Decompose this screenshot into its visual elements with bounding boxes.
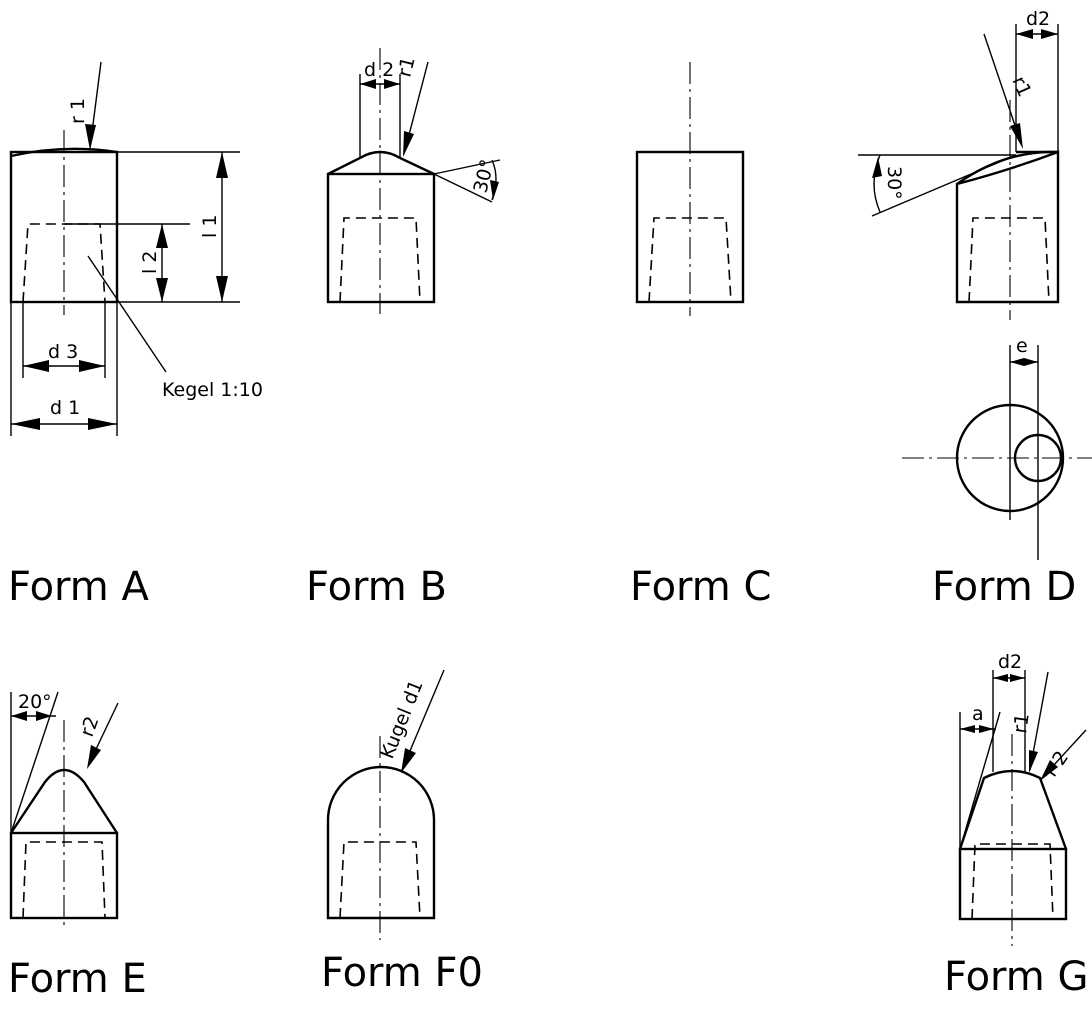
form-e-drawing: 20° r2 <box>9 691 119 930</box>
form-b-r1-arrow <box>403 131 414 157</box>
form-e-angle-label: 20° <box>18 691 52 713</box>
form-d-drawing: d2 r1 30° e <box>858 8 1092 560</box>
form-d-e-arrow-left <box>1010 358 1024 366</box>
form-a-r1-arrow <box>85 124 96 150</box>
form-e-angle-arrow-right <box>36 711 52 721</box>
form-f0-hidden-cone <box>339 841 421 919</box>
form-c-title: Form C <box>630 564 771 610</box>
form-b-angle-arrow <box>490 180 499 200</box>
form-a-l1-label: l 1 <box>199 215 221 238</box>
form-b-d2-arrow-left <box>360 79 376 89</box>
form-d-r1-arrow <box>1010 123 1023 149</box>
form-g-title: Form G <box>944 954 1088 1000</box>
form-b-d2-arrow-right <box>384 79 400 89</box>
form-b-drawing: d 2 r1 30° <box>326 48 501 314</box>
form-b-r1-label: r1 <box>394 55 420 80</box>
form-g-a-arrow-right <box>979 725 994 733</box>
form-g-body <box>958 847 1068 921</box>
form-e-top-profile <box>10 768 119 834</box>
form-a-d1-arrow-left <box>11 418 40 430</box>
form-e-angle-ext <box>10 691 59 834</box>
form-a-d3-label: d 3 <box>48 341 78 363</box>
form-a-d3-arrow-right <box>79 360 105 372</box>
form-a-l2-arrow-top <box>156 224 168 248</box>
form-d-angle-ext <box>871 154 1017 217</box>
form-e-angle-arrow-left <box>11 711 27 721</box>
form-d-hidden-cone <box>968 217 1050 303</box>
form-g-r2-arrow <box>1040 760 1058 781</box>
form-g-a-arrow-left <box>960 725 975 733</box>
form-d-title: Form D <box>932 564 1076 610</box>
form-d-e-label: e <box>1016 335 1028 357</box>
form-a-l1-arrow-top <box>216 152 228 178</box>
form-g-r1-label: r1 <box>1009 712 1034 735</box>
form-d-e-arrow-right <box>1024 358 1038 366</box>
form-g-hidden-cone <box>971 843 1054 920</box>
form-e-hidden-cone <box>22 841 106 919</box>
form-g-drawing: d2 a r1 r 2 <box>958 651 1087 946</box>
form-d-d2-arrow-right <box>1041 29 1058 39</box>
form-a-drawing: r 1 l 1 l 2 d 3 d 1 Kegel 1:10 <box>9 61 263 436</box>
form-g-a-label: a <box>972 703 984 725</box>
form-a-l1-arrow-bottom <box>216 276 228 302</box>
form-e-title: Form E <box>8 956 147 1002</box>
form-f0-sphere-arrow <box>401 748 416 773</box>
form-e-r2-arrow <box>87 745 101 769</box>
form-a-l2-arrow-bottom <box>156 278 168 302</box>
form-d-d2-arrow-left <box>1016 29 1033 39</box>
form-c-drawing <box>635 62 745 316</box>
form-e-r2-label: r2 <box>76 713 103 739</box>
form-b-angle-ref <box>433 159 501 175</box>
form-b-d2-label: d 2 <box>364 59 394 81</box>
form-a-d3-arrow-left <box>23 360 49 372</box>
form-f0-drawing: Kugel d1 <box>326 669 445 940</box>
form-b-angle-ext <box>433 173 493 203</box>
form-a-cone-leader <box>87 255 167 373</box>
form-d-angle-label: 30° <box>883 166 905 200</box>
form-a-l2-label: l 2 <box>139 251 161 274</box>
form-f0-sphere-label: Kugel d1 <box>376 677 427 762</box>
form-c-body <box>635 150 745 304</box>
form-g-d2-arrow-right <box>1010 674 1025 682</box>
form-g-r1-arrow <box>1029 750 1038 773</box>
form-b-title: Form B <box>306 564 447 610</box>
form-g-ext-a-right <box>959 711 1001 850</box>
form-b-top-profile <box>327 150 435 176</box>
form-d-d2-label: d2 <box>1026 8 1050 30</box>
form-a-d1-arrow-right <box>88 418 117 430</box>
form-b-hidden-cone <box>339 217 421 303</box>
form-d-r1-label: r1 <box>1007 73 1035 100</box>
form-a-r1-label: r 1 <box>67 98 89 124</box>
form-d-angle-arrow <box>872 157 882 178</box>
form-f0-title: Form F0 <box>321 950 483 996</box>
form-b-body <box>326 172 436 304</box>
form-a-cone-label: Kegel 1:10 <box>162 379 263 401</box>
form-a-d1-label: d 1 <box>50 397 80 419</box>
form-a-body <box>9 150 119 304</box>
form-c-hidden-cone <box>648 217 732 303</box>
form-a-title: Form A <box>8 564 149 610</box>
form-g-top-profile <box>958 769 1068 850</box>
form-f0-body <box>326 765 436 920</box>
form-a-top-arc <box>10 147 118 158</box>
form-e-body <box>9 831 119 920</box>
form-g-d2-arrow-left <box>993 674 1008 682</box>
form-g-d2-label: d2 <box>998 651 1022 673</box>
